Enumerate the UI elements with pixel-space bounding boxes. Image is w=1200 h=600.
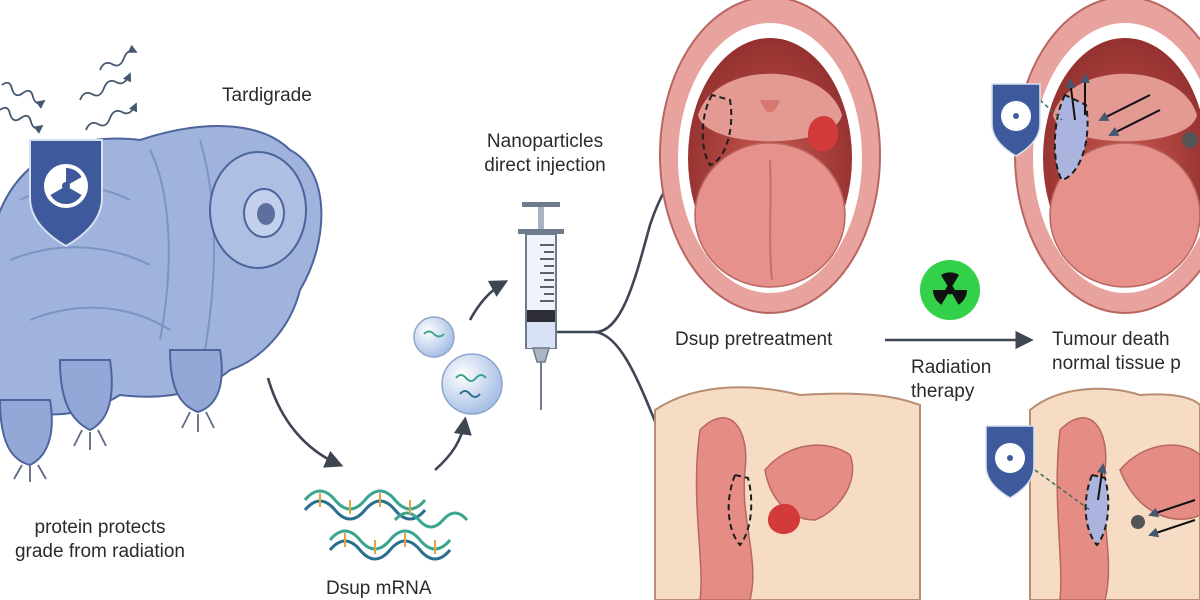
radiation-shield-icon <box>29 139 103 248</box>
syringe-icon <box>518 202 564 410</box>
oral-cavity-after-treatment <box>1014 0 1200 314</box>
radiation-hazard-icon <box>920 260 980 320</box>
radiation-therapy-label: Radiation therapy <box>911 356 991 404</box>
radiation-line-2: therapy <box>911 381 975 402</box>
nanoparticle-icon <box>413 316 503 415</box>
protein-protects-line-1: protein protects <box>34 517 166 538</box>
oral-cavity-before-treatment <box>659 0 881 314</box>
nanoparticles-injection-label: Nanoparticles direct injection <box>455 130 635 178</box>
radiation-shield-icon <box>991 83 1041 157</box>
dsup-mrna-label: Dsup mRNA <box>326 578 432 599</box>
nanoparticles-line-2: direct injection <box>484 155 606 176</box>
tumour-death-label: Tumour death normal tissue p <box>1052 328 1181 376</box>
pelvic-cross-section-after <box>1029 387 1200 600</box>
protein-protects-line-2: grade from radiation <box>14 541 186 562</box>
radiation-line-1: Radiation <box>911 357 992 378</box>
radiation-shield-icon <box>985 425 1035 499</box>
nanoparticles-line-1: Nanoparticles <box>486 131 604 152</box>
protein-protects-label: protein protects grade from radiation <box>0 516 210 564</box>
tardigrade-label: Tardigrade <box>222 85 312 106</box>
dsup-pretreatment-label: Dsup pretreatment <box>675 329 833 350</box>
mrna-strand-icon <box>303 489 469 561</box>
tumour-line-2: normal tissue p <box>1052 353 1181 374</box>
tumour-line-1: Tumour death <box>1052 329 1170 350</box>
pelvic-cross-section-before <box>654 386 921 600</box>
radiation-waves-icon <box>0 44 138 134</box>
